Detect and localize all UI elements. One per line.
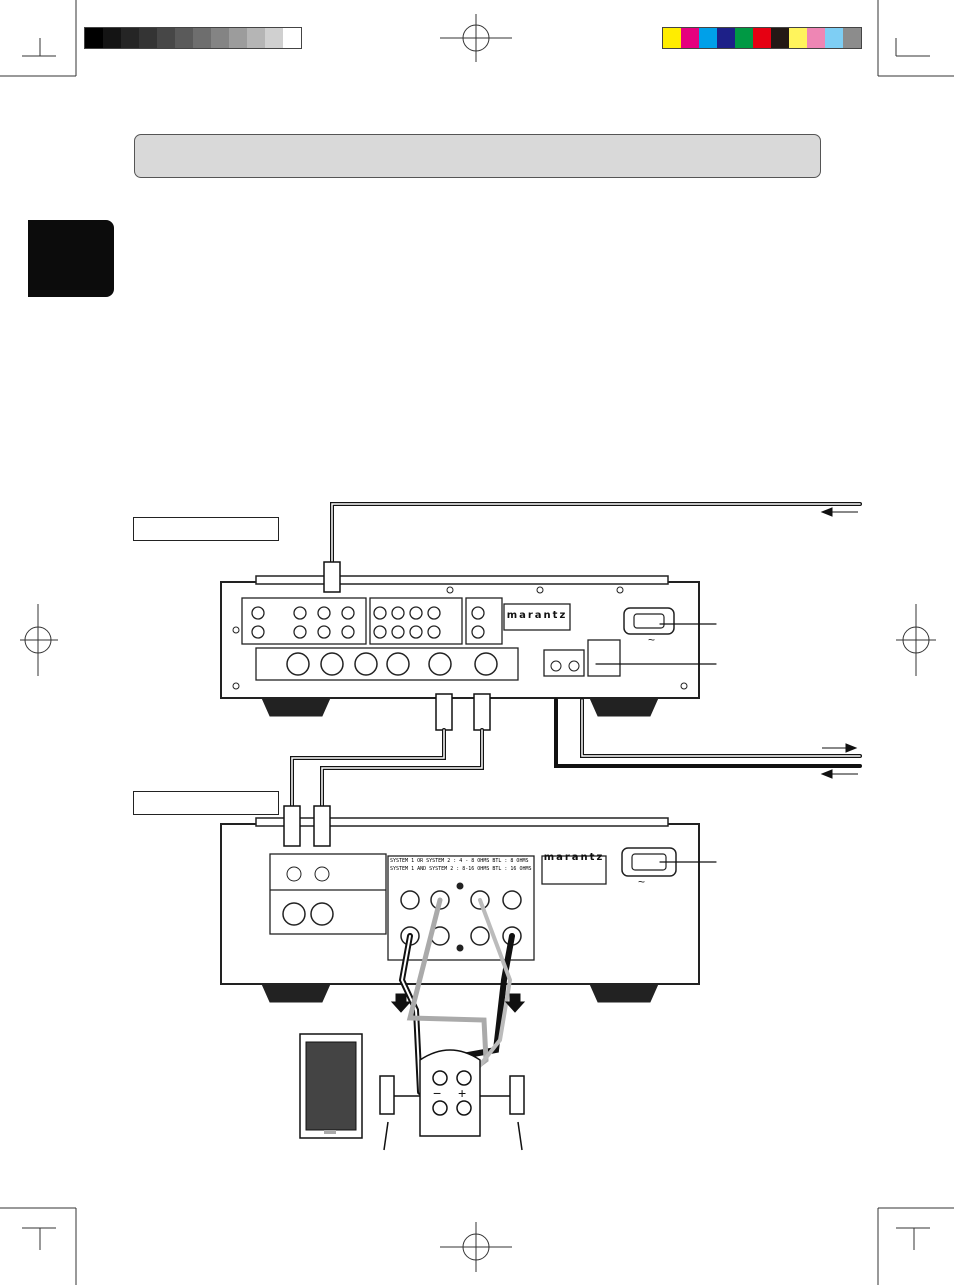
registration-targets (20, 14, 936, 1272)
direction-arrows (390, 507, 858, 1013)
ac-symbol-preamp: ~ (648, 633, 655, 647)
color-swatch-2 (681, 28, 699, 48)
color-swatch-7 (193, 28, 211, 48)
color-swatch-12 (283, 28, 301, 48)
color-swatch-3 (121, 28, 139, 48)
speaker-cabinet (299, 1033, 363, 1139)
color-swatch-8 (211, 28, 229, 48)
color-swatch-3 (699, 28, 717, 48)
section-title-banner (134, 134, 821, 178)
poweramp-spec-line-2: SYSTEM 1 AND SYSTEM 2 : 8-16 OHMS BTL : … (390, 866, 532, 872)
color-swatch-9 (229, 28, 247, 48)
color-swatch-6 (753, 28, 771, 48)
speaker-minus-sign: − (433, 1085, 441, 1101)
color-swatch-4 (717, 28, 735, 48)
color-swatch-8 (789, 28, 807, 48)
preamp-model-label (133, 517, 279, 541)
color-swatch-5 (735, 28, 753, 48)
preamp-brand-logo: marantz (506, 610, 568, 621)
color-swatch-2 (103, 28, 121, 48)
color-swatch-10 (247, 28, 265, 48)
poweramp-model-label (133, 791, 279, 815)
language-tab (28, 220, 114, 297)
color-swatch-1 (663, 28, 681, 48)
color-swatch-11 (265, 28, 283, 48)
color-swatch-5 (157, 28, 175, 48)
color-swatch-11 (843, 28, 861, 48)
grayscale-calibration-bar (84, 27, 302, 49)
color-swatch-4 (139, 28, 157, 48)
preamp-rear-panel (220, 575, 700, 717)
process-color-calibration-bar (662, 27, 862, 49)
color-swatch-7 (771, 28, 789, 48)
color-swatch-1 (85, 28, 103, 48)
poweramp-brand-logo: marantz (543, 852, 605, 863)
ac-symbol-poweramp: ~ (638, 875, 645, 889)
speaker-plus-sign: + (458, 1085, 466, 1101)
color-swatch-9 (807, 28, 825, 48)
speaker-terminal-plate (379, 1049, 525, 1151)
color-swatch-10 (825, 28, 843, 48)
poweramp-spec-line-1: SYSTEM 1 OR SYSTEM 2 : 4 - 8 OHMS BTL : … (390, 858, 529, 864)
poweramp-rear-panel (220, 817, 700, 1003)
color-swatch-6 (175, 28, 193, 48)
